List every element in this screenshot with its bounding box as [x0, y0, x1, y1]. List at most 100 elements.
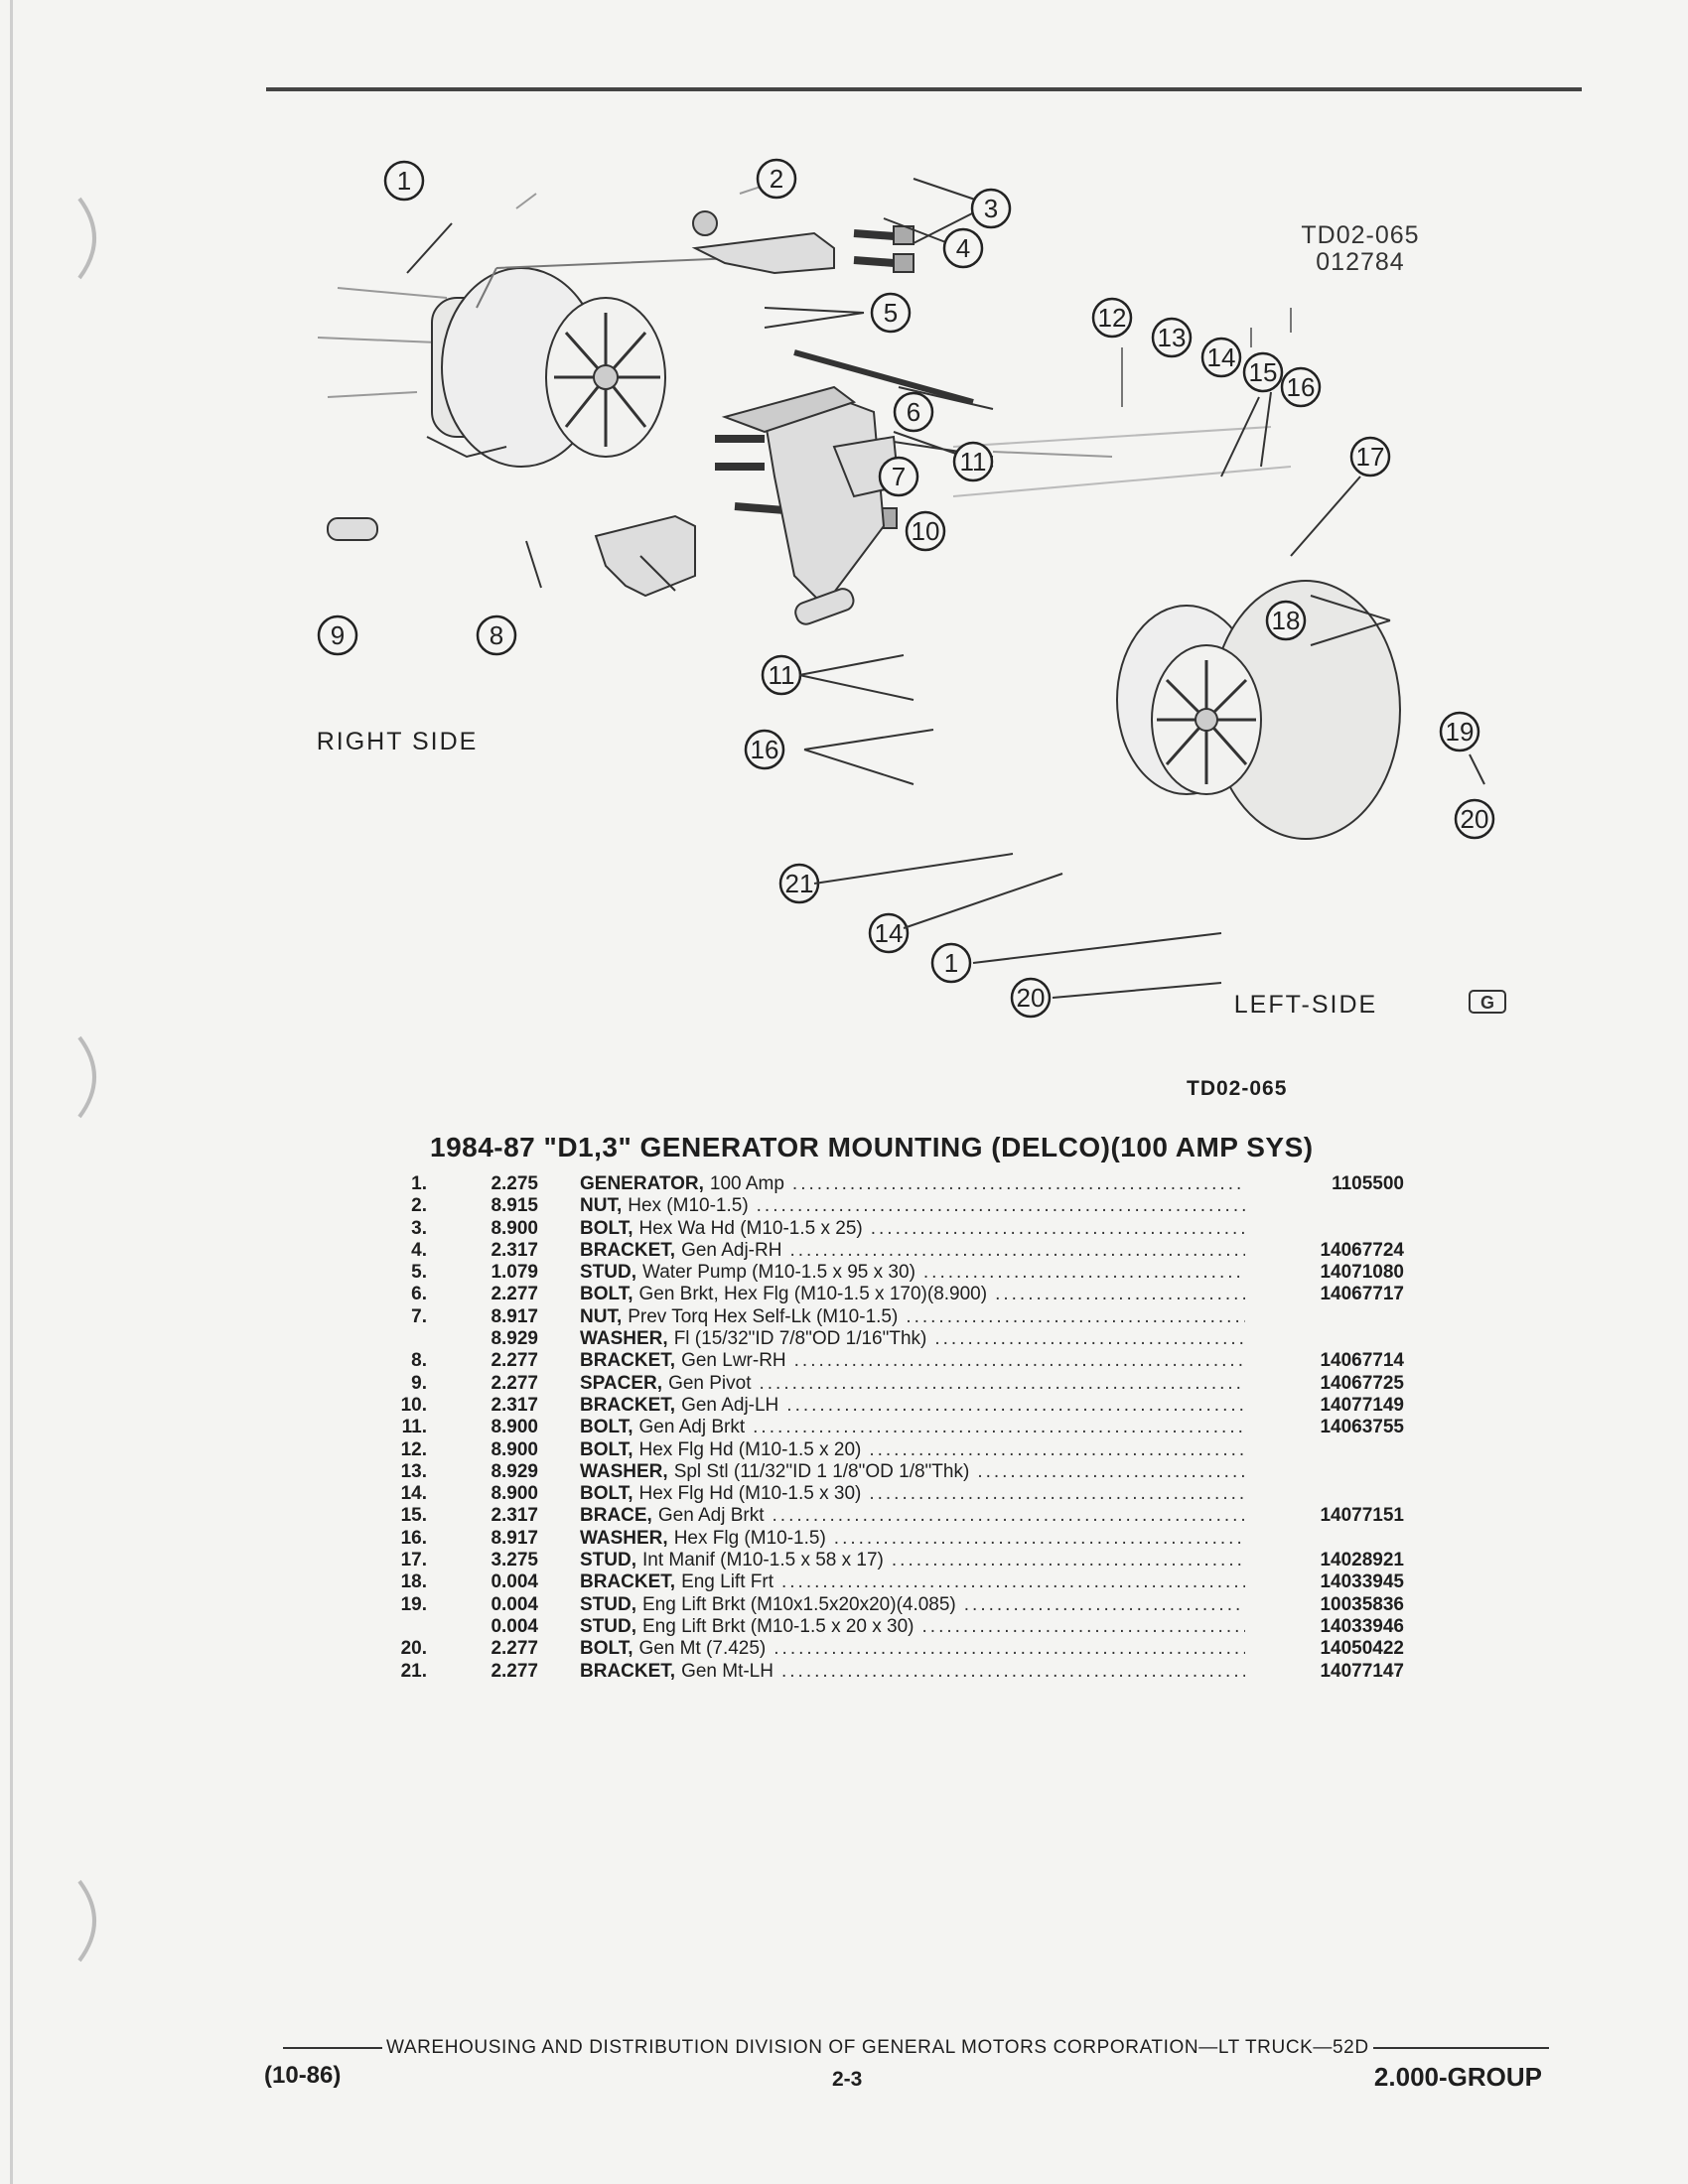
- part-row: 17. 3.275 STUD,Int Manif (M10-1.5 x 58 x 1…: [367, 1550, 1440, 1571]
- svg-text:11: 11: [960, 447, 987, 477]
- leader-dots: [892, 1550, 1245, 1571]
- part-description: BOLT,Hex Wa Hd (M10-1.5 x 25): [580, 1218, 1245, 1240]
- leader-dots: [906, 1306, 1245, 1328]
- group-code: 8.929: [491, 1460, 538, 1482]
- svg-text:8: 8: [490, 620, 503, 650]
- callout: 6: [893, 391, 934, 433]
- bracket-gen-adj-rh: [691, 231, 835, 275]
- svg-text:18: 18: [1272, 606, 1301, 635]
- callout: 14: [868, 912, 910, 954]
- group-code: 2.317: [491, 1394, 538, 1416]
- gm-logo: G: [1469, 990, 1506, 1014]
- group-code: 8.915: [491, 1195, 538, 1217]
- leader-dots: [869, 1439, 1245, 1461]
- part-description: WASHER,Spl Stl (11/32"ID 1 1/8"OD 1/8"Th…: [580, 1461, 1245, 1483]
- group-code: 3.275: [491, 1550, 538, 1571]
- part-spec: Gen Adj-RH: [681, 1239, 782, 1261]
- part-spec: Fl (15/32"ID 7/8"OD 1/16"Thk): [673, 1328, 927, 1350]
- group-code: 0.004: [491, 1593, 538, 1615]
- leader-dots: [794, 1350, 1245, 1372]
- right-side-label: RIGHT SIDE: [317, 728, 479, 755]
- part-spec: Eng Lift Brkt (M10-1.5 x 20 x 30): [642, 1615, 914, 1637]
- group-code: 8.900: [491, 1217, 538, 1239]
- leader-dots: [995, 1284, 1245, 1305]
- part-number: 1105500: [1332, 1173, 1404, 1194]
- part-spec: Hex Wa Hd (M10-1.5 x 25): [638, 1217, 863, 1239]
- punch-hole-mark: [77, 197, 96, 280]
- water-pump-stud: [715, 435, 765, 471]
- leader-dots: [871, 1218, 1245, 1240]
- part-description: BOLT,Hex Flg Hd (M10-1.5 x 30): [580, 1483, 1245, 1505]
- diagram-leaders: [798, 391, 1485, 999]
- callout: 1: [383, 160, 425, 202]
- callout: 1: [930, 942, 972, 984]
- group-code: 2.277: [491, 1638, 538, 1660]
- callout: 16: [744, 729, 785, 770]
- svg-text:12: 12: [1098, 303, 1127, 333]
- callout: 12: [1091, 297, 1133, 339]
- left-side-label: LEFT-SIDE: [1234, 991, 1377, 1019]
- page-number: 2-3: [832, 2068, 863, 2091]
- part-spec: Int Manif (M10-1.5 x 58 x 17): [642, 1550, 884, 1571]
- part-number: 14077147: [1320, 1660, 1404, 1682]
- part-number: [1265, 1328, 1404, 1350]
- part-name: BOLT,: [580, 1438, 633, 1460]
- part-spec: Hex Flg (M10-1.5): [673, 1527, 826, 1549]
- bracket-gen-mt-lh: [763, 395, 886, 608]
- part-number: 14050422: [1320, 1638, 1404, 1660]
- group-code: 2.277: [491, 1660, 538, 1682]
- part-description: STUD,Eng Lift Brkt (M10-1.5 x 20 x 30): [580, 1616, 1245, 1638]
- part-description: STUD,Int Manif (M10-1.5 x 58 x 17): [580, 1550, 1245, 1571]
- group-code: 2.317: [491, 1505, 538, 1527]
- svg-text:19: 19: [1446, 717, 1475, 747]
- callout: 9: [317, 614, 358, 656]
- callout: 18: [1265, 600, 1307, 641]
- callout: 21: [778, 863, 820, 904]
- svg-text:16: 16: [751, 735, 779, 764]
- part-name: BOLT,: [580, 1217, 633, 1239]
- item-number: 16.: [400, 1527, 427, 1549]
- brace-gen-adj-brkt: [793, 349, 974, 405]
- svg-text:13: 13: [1158, 323, 1187, 352]
- part-description: BRACKET,Gen Adj-LH: [580, 1395, 1245, 1417]
- part-number: [1265, 1439, 1404, 1461]
- part-spec: Gen Adj Brkt: [638, 1417, 746, 1438]
- part-name: SPACER,: [580, 1372, 663, 1394]
- group-code: 8.900: [491, 1417, 538, 1438]
- part-description: BOLT,Gen Adj Brkt: [580, 1417, 1245, 1438]
- binding-edge: [10, 0, 13, 2184]
- part-name: WASHER,: [580, 1460, 668, 1482]
- part-row: 3. 8.900 BOLT,Hex Wa Hd (M10-1.5 x 25): [367, 1218, 1440, 1240]
- part-name: BRACKET,: [580, 1239, 676, 1261]
- part-number: 14033945: [1320, 1571, 1404, 1593]
- item-number: 5.: [411, 1262, 427, 1284]
- group-code: 8.917: [491, 1305, 538, 1327]
- leader-dots: [753, 1417, 1245, 1438]
- part-spec: Gen Lwr-RH: [681, 1350, 786, 1372]
- part-name: WASHER,: [580, 1527, 668, 1549]
- part-name: BRACE,: [580, 1505, 652, 1527]
- item-number: [367, 1328, 427, 1350]
- callout: 14: [1200, 337, 1242, 378]
- part-spec: Eng Lift Brkt (M10x1.5x20x20)(4.085): [642, 1593, 956, 1615]
- part-spec: Water Pump (M10-1.5 x 95 x 30): [642, 1262, 915, 1284]
- callout: 20: [1454, 798, 1495, 840]
- item-number: 18.: [400, 1571, 427, 1593]
- leader-dots: [922, 1616, 1245, 1638]
- group-code: 2.277: [491, 1372, 538, 1394]
- item-number: 3.: [411, 1217, 427, 1239]
- leader-dots: [792, 1173, 1245, 1195]
- svg-text:20: 20: [1461, 804, 1489, 834]
- item-number: 2.: [411, 1195, 427, 1217]
- item-number: 17.: [400, 1550, 427, 1571]
- item-number: 19.: [400, 1593, 427, 1615]
- item-number: 9.: [411, 1372, 427, 1394]
- part-spec: Spl Stl (11/32"ID 1 1/8"OD 1/8"Thk): [673, 1460, 970, 1482]
